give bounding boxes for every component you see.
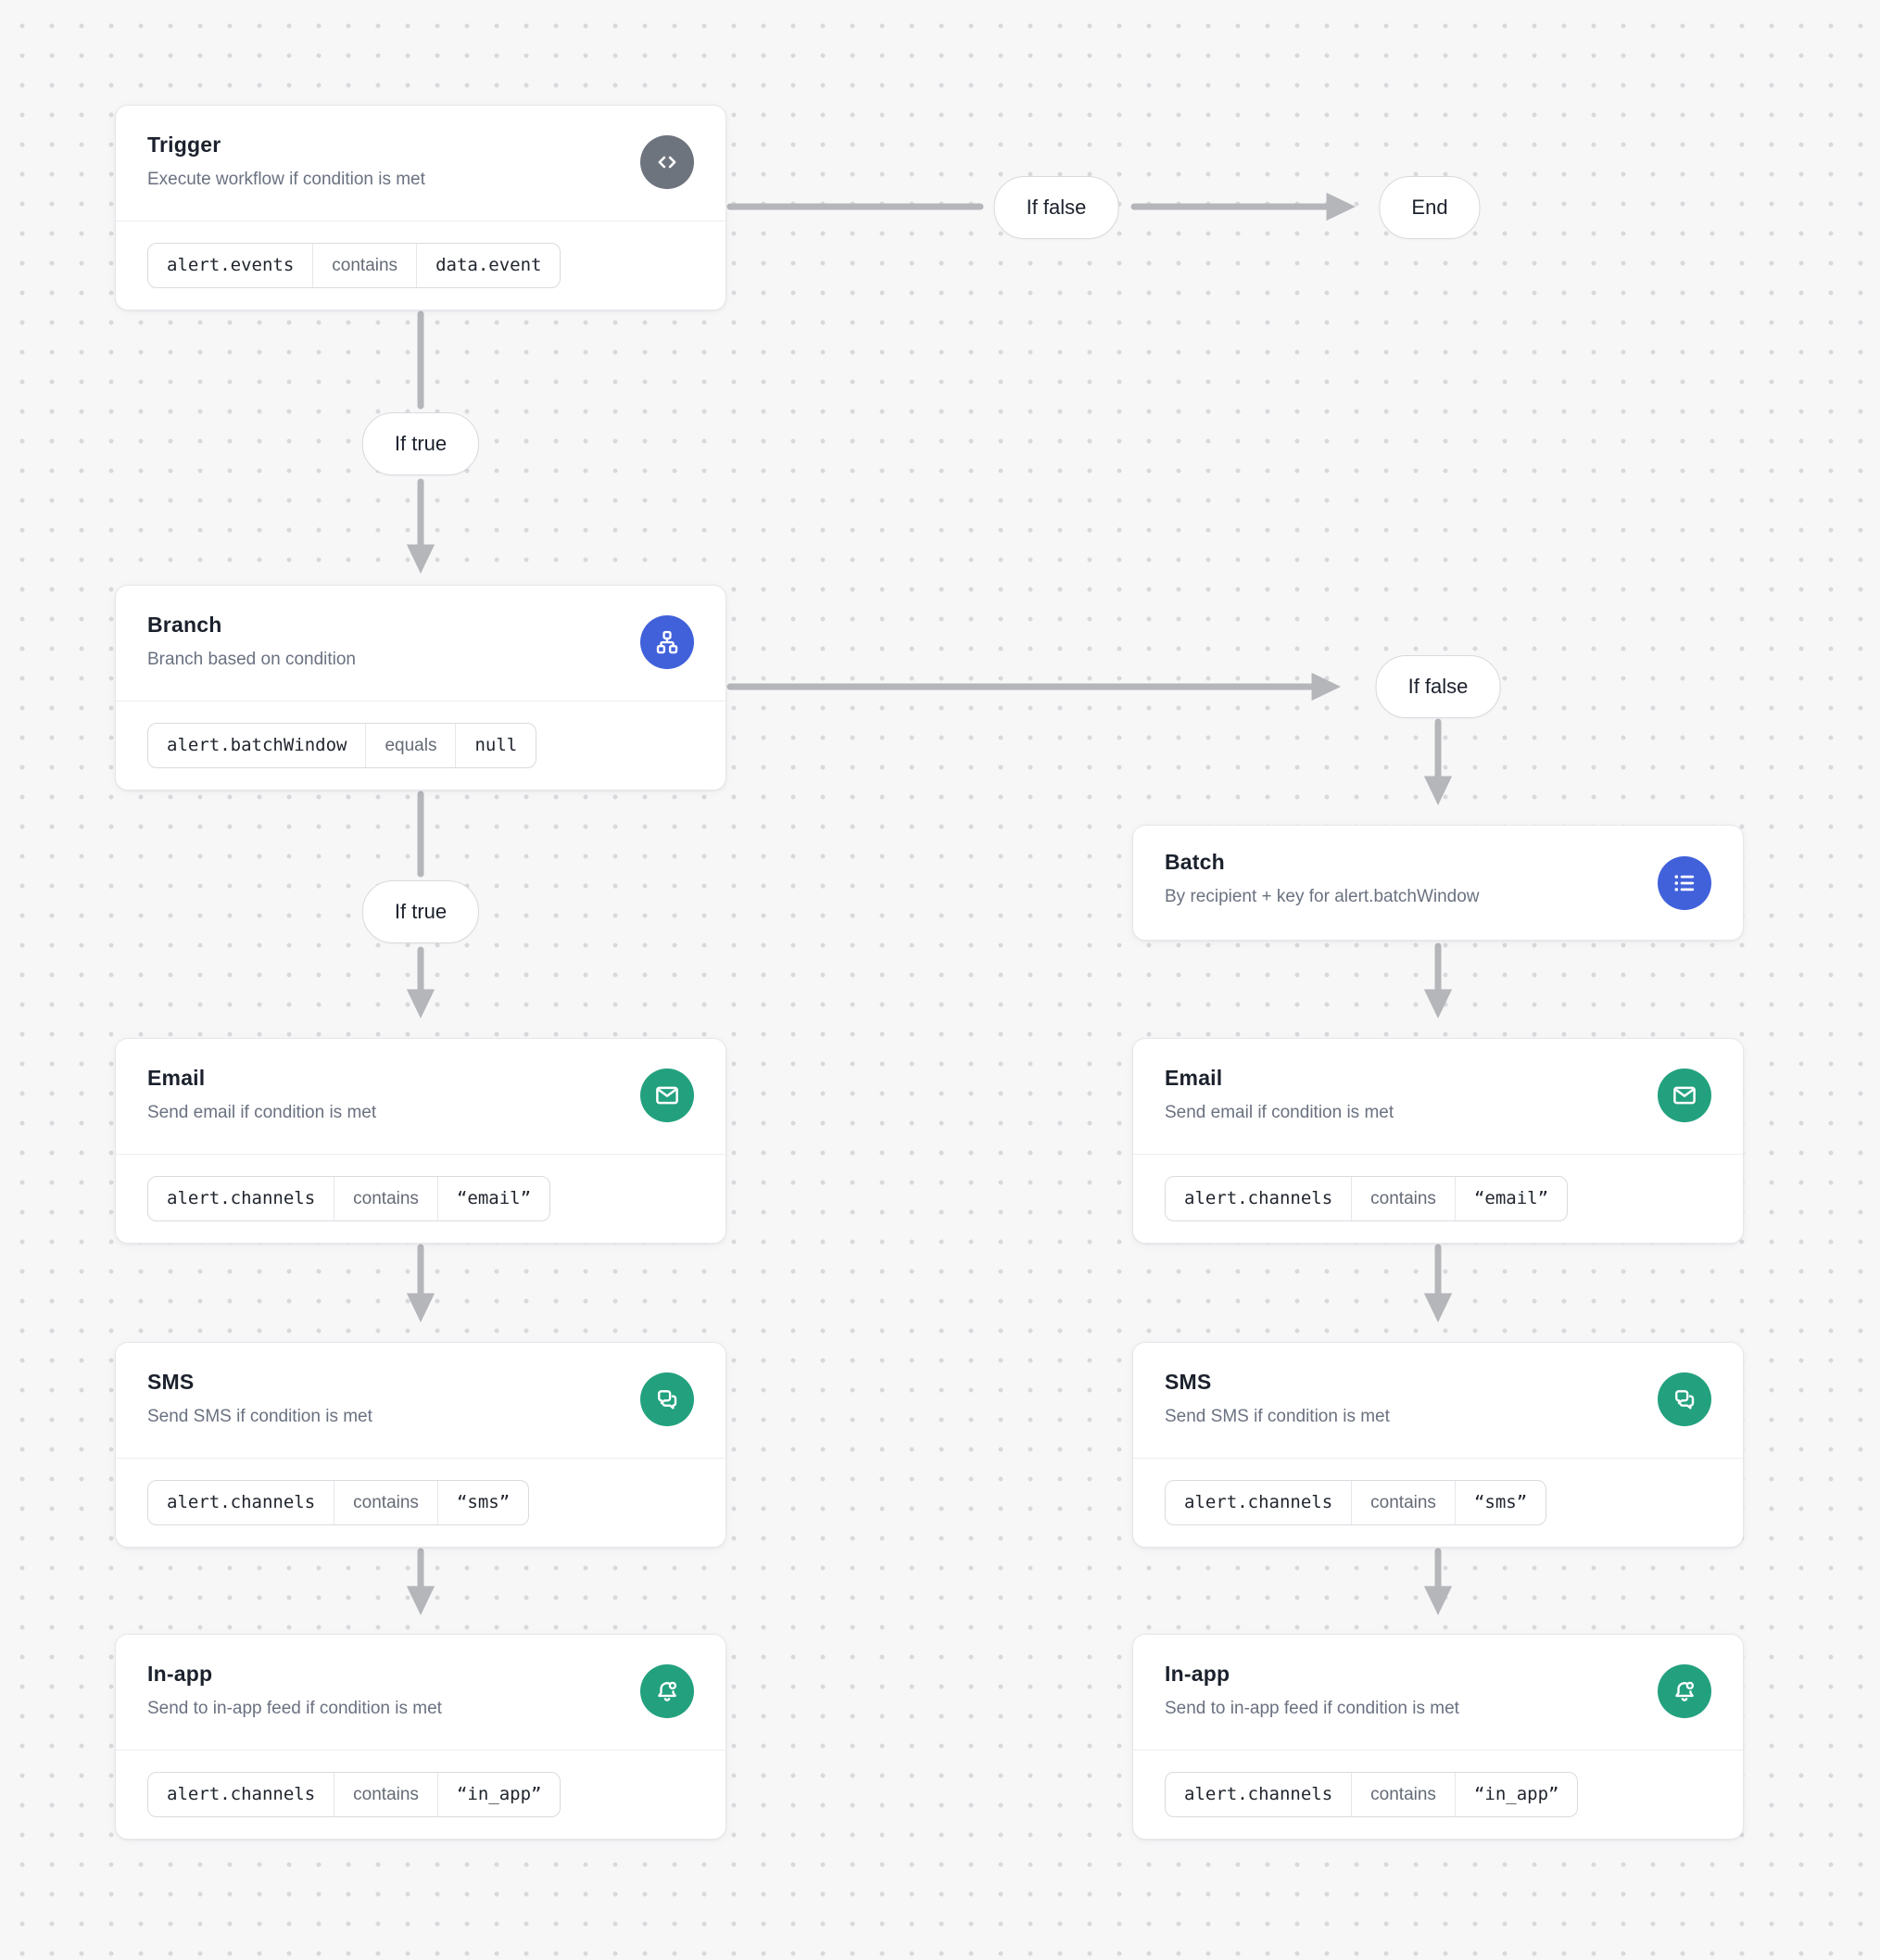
node-email-header: Email Send email if condition is met bbox=[116, 1039, 726, 1154]
condition-operator: contains bbox=[334, 1772, 437, 1817]
node-subtitle: Branch based on condition bbox=[147, 650, 356, 669]
node-condition-row: alert.channels contains “email” bbox=[1133, 1154, 1743, 1243]
envelope-icon bbox=[1658, 1069, 1711, 1122]
node-subtitle: Execute workflow if condition is met bbox=[147, 170, 425, 189]
node-sms-left[interactable]: SMS Send SMS if condition is met alert.c… bbox=[115, 1342, 726, 1548]
edge-label-text: If false bbox=[1407, 675, 1469, 698]
chat-bubbles-icon bbox=[1658, 1372, 1711, 1426]
node-condition-row: alert.channels contains “email” bbox=[116, 1154, 726, 1243]
bell-badge-icon bbox=[640, 1664, 694, 1718]
node-condition-row: alert.events contains data.event bbox=[116, 221, 726, 310]
node-inapp-right[interactable]: In-app Send to in-app feed if condition … bbox=[1132, 1634, 1744, 1840]
node-email-header: Email Send email if condition is met bbox=[1133, 1039, 1743, 1154]
node-condition-row: alert.channels contains “in_app” bbox=[116, 1750, 726, 1839]
bell-badge-icon bbox=[1658, 1664, 1711, 1718]
edge-label-text: If true bbox=[394, 432, 448, 455]
node-sms-header: SMS Send SMS if condition is met bbox=[1133, 1343, 1743, 1458]
node-title: Branch bbox=[147, 613, 222, 637]
condition-chip: alert.batchWindow equals null bbox=[147, 722, 537, 769]
node-sms-header: SMS Send SMS if condition is met bbox=[116, 1343, 726, 1458]
condition-chip: alert.channels contains “sms” bbox=[1165, 1479, 1547, 1526]
node-email-left[interactable]: Email Send email if condition is met ale… bbox=[115, 1038, 726, 1244]
condition-chip: alert.channels contains “in_app” bbox=[1165, 1771, 1579, 1818]
node-subtitle: Send to in-app feed if condition is met bbox=[147, 1699, 442, 1718]
condition-field: alert.batchWindow bbox=[167, 734, 347, 755]
edge-label-if-true-2: If true bbox=[361, 880, 480, 943]
node-title: In-app bbox=[147, 1662, 213, 1686]
condition-field: alert.channels bbox=[1184, 1783, 1333, 1804]
node-title: SMS bbox=[147, 1370, 195, 1394]
node-email-right[interactable]: Email Send email if condition is met ale… bbox=[1132, 1038, 1744, 1244]
node-title: Email bbox=[147, 1066, 206, 1090]
node-branch-header: Branch Branch based on condition bbox=[116, 586, 726, 701]
sitemap-icon bbox=[640, 615, 694, 669]
condition-operator: contains bbox=[334, 1176, 437, 1221]
condition-operator: contains bbox=[1351, 1480, 1455, 1525]
node-subtitle: By recipient + key for alert.batchWindow bbox=[1165, 887, 1480, 906]
end-node: End bbox=[1379, 176, 1481, 239]
node-title: Trigger bbox=[147, 133, 221, 157]
edge-label-text: If true bbox=[394, 900, 448, 923]
edge-label-if-true-1: If true bbox=[361, 412, 480, 475]
condition-field: alert.channels bbox=[1184, 1187, 1333, 1208]
condition-value: “sms” bbox=[1454, 1480, 1546, 1525]
condition-field: alert.channels bbox=[167, 1783, 316, 1804]
node-inapp-header: In-app Send to in-app feed if condition … bbox=[116, 1635, 726, 1750]
condition-field: alert.events bbox=[167, 254, 295, 275]
condition-field: alert.channels bbox=[167, 1187, 316, 1208]
node-trigger-header: Trigger Execute workflow if condition is… bbox=[116, 106, 726, 221]
condition-chip: alert.channels contains “sms” bbox=[147, 1479, 530, 1526]
condition-chip: alert.channels contains “email” bbox=[1165, 1175, 1569, 1222]
node-inapp-left[interactable]: In-app Send to in-app feed if condition … bbox=[115, 1634, 726, 1840]
condition-value: data.event bbox=[416, 243, 560, 288]
condition-value: “sms” bbox=[436, 1480, 528, 1525]
node-inapp-header: In-app Send to in-app feed if condition … bbox=[1133, 1635, 1743, 1750]
condition-chip: alert.channels contains “email” bbox=[147, 1175, 551, 1222]
chat-bubbles-icon bbox=[640, 1372, 694, 1426]
node-title: SMS bbox=[1165, 1370, 1212, 1394]
code-icon bbox=[640, 135, 694, 189]
node-subtitle: Send SMS if condition is met bbox=[1165, 1407, 1390, 1426]
condition-value: “email” bbox=[1454, 1176, 1567, 1221]
node-batch[interactable]: Batch By recipient + key for alert.batch… bbox=[1132, 825, 1744, 941]
node-trigger[interactable]: Trigger Execute workflow if condition is… bbox=[115, 105, 726, 310]
envelope-icon bbox=[640, 1069, 694, 1122]
condition-value: “in_app” bbox=[1454, 1772, 1578, 1817]
condition-chip: alert.events contains data.event bbox=[147, 242, 561, 289]
node-condition-row: alert.channels contains “in_app” bbox=[1133, 1750, 1743, 1839]
node-condition-row: alert.channels contains “sms” bbox=[116, 1458, 726, 1547]
edge-label-if-false-right: If false bbox=[1375, 655, 1501, 718]
node-condition-row: alert.batchWindow equals null bbox=[116, 701, 726, 790]
end-label-text: End bbox=[1411, 196, 1448, 219]
condition-value: “email” bbox=[436, 1176, 549, 1221]
condition-operator: contains bbox=[1351, 1772, 1455, 1817]
condition-field: alert.channels bbox=[1184, 1491, 1333, 1512]
node-batch-header: Batch By recipient + key for alert.batch… bbox=[1133, 826, 1743, 940]
node-title: Batch bbox=[1165, 850, 1225, 874]
node-subtitle: Send email if condition is met bbox=[147, 1103, 377, 1122]
node-subtitle: Send to in-app feed if condition is met bbox=[1165, 1699, 1459, 1718]
node-sms-right[interactable]: SMS Send SMS if condition is met alert.c… bbox=[1132, 1342, 1744, 1548]
condition-chip: alert.channels contains “in_app” bbox=[147, 1771, 561, 1818]
condition-operator: contains bbox=[334, 1480, 437, 1525]
node-subtitle: Send email if condition is met bbox=[1165, 1103, 1394, 1122]
list-icon bbox=[1658, 856, 1711, 910]
condition-value: null bbox=[455, 723, 536, 768]
node-condition-row: alert.channels contains “sms” bbox=[1133, 1458, 1743, 1547]
condition-field: alert.channels bbox=[167, 1491, 316, 1512]
condition-operator: contains bbox=[312, 243, 416, 288]
condition-operator: contains bbox=[1351, 1176, 1455, 1221]
edge-label-if-false-top: If false bbox=[993, 176, 1119, 239]
edge-label-text: If false bbox=[1026, 196, 1087, 219]
condition-operator: equals bbox=[365, 723, 455, 768]
node-title: Email bbox=[1165, 1066, 1223, 1090]
node-title: In-app bbox=[1165, 1662, 1230, 1686]
node-branch[interactable]: Branch Branch based on condition alert.b… bbox=[115, 585, 726, 790]
condition-value: “in_app” bbox=[436, 1772, 561, 1817]
node-subtitle: Send SMS if condition is met bbox=[147, 1407, 372, 1426]
